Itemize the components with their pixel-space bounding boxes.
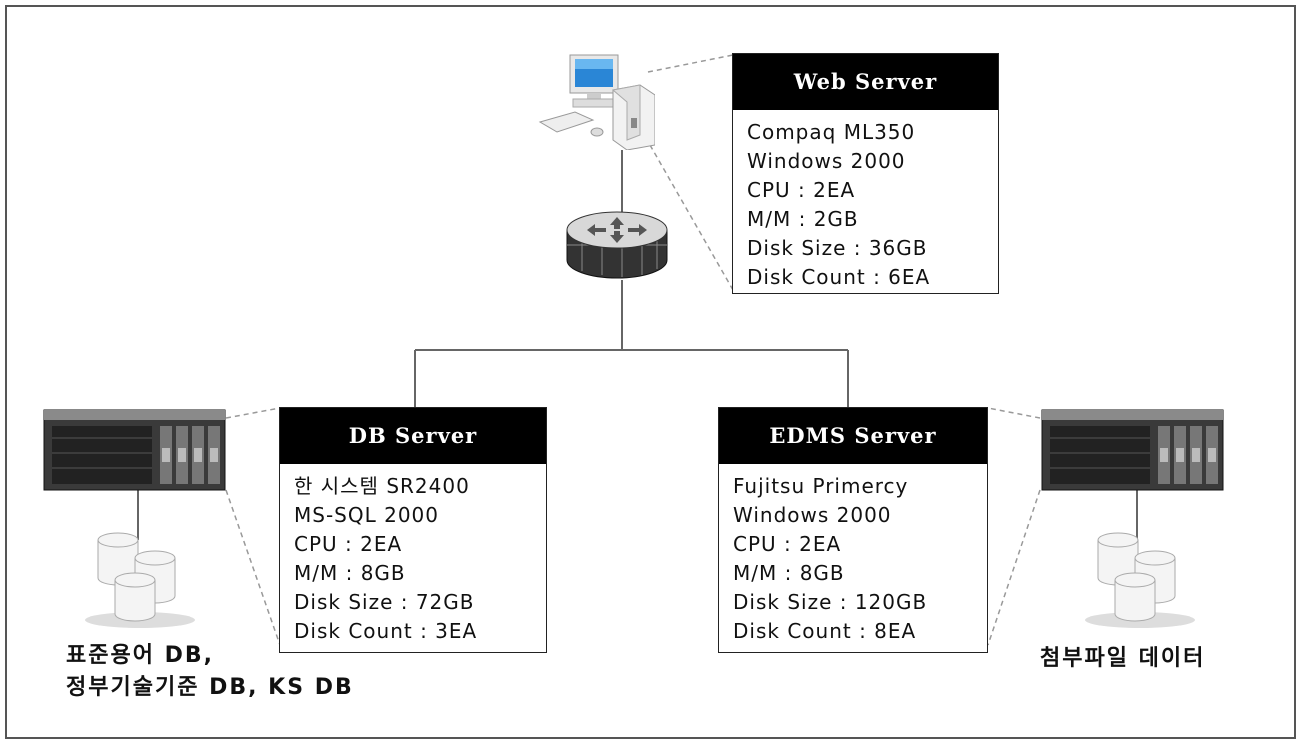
spec-line: 한 시스템 SR2400 xyxy=(294,474,470,498)
callout-edms-top xyxy=(987,407,1041,419)
diagram-frame xyxy=(5,5,1296,739)
db-server-specs: 한 시스템 SR2400 MS-SQL 2000 CPU : 2EA M/M :… xyxy=(280,464,546,654)
edms-server-title: EDMS Server xyxy=(719,408,987,464)
router-icon xyxy=(566,211,668,279)
db-caption-line: 표준용어 DB, xyxy=(66,643,215,668)
callout-web-bottom xyxy=(649,144,734,291)
spec-line: Disk Count : 3EA xyxy=(294,619,478,643)
db-caption: 표준용어 DB, 정부기술기준 DB, KS DB xyxy=(66,640,354,704)
edms-caption: 첨부파일 데이터 xyxy=(1040,643,1205,675)
database-icon xyxy=(1085,532,1195,628)
web-server-specs: Compaq ML350 Windows 2000 CPU : 2EA M/M … xyxy=(733,110,998,300)
callout-edms-bottom xyxy=(987,489,1041,646)
spec-line: Fujitsu Primercy xyxy=(733,474,909,498)
spec-line: Disk Size : 36GB xyxy=(747,236,928,260)
spec-line: Disk Count : 6EA xyxy=(747,265,931,289)
rack-server-icon xyxy=(1041,409,1224,491)
web-server-title: Web Server xyxy=(733,54,998,110)
web-server-box: Web Server Compaq ML350 Windows 2000 CPU… xyxy=(732,53,999,294)
db-server-box: DB Server 한 시스템 SR2400 MS-SQL 2000 CPU :… xyxy=(279,407,547,653)
rack-server-icon xyxy=(43,409,226,491)
spec-line: M/M : 8GB xyxy=(733,561,845,585)
spec-line: CPU : 2EA xyxy=(733,532,842,556)
spec-line: Compaq ML350 xyxy=(747,120,916,144)
callout-web-top xyxy=(647,54,734,73)
spec-line: Windows 2000 xyxy=(733,503,892,527)
edms-server-specs: Fujitsu Primercy Windows 2000 CPU : 2EA … xyxy=(719,464,987,654)
db-caption-line: 정부기술기준 DB, KS DB xyxy=(66,675,354,700)
db-server-title: DB Server xyxy=(280,408,546,464)
spec-line: CPU : 2EA xyxy=(747,178,856,202)
spec-line: Disk Size : 120GB xyxy=(733,590,928,614)
edms-server-box: EDMS Server Fujitsu Primercy Windows 200… xyxy=(718,407,988,653)
callout-db-bottom xyxy=(225,489,281,646)
spec-line: M/M : 2GB xyxy=(747,207,859,231)
spec-line: M/M : 8GB xyxy=(294,561,406,585)
desktop-computer-icon xyxy=(538,54,655,150)
callout-db-top xyxy=(225,407,281,419)
spec-line: Disk Count : 8EA xyxy=(733,619,917,643)
spec-line: CPU : 2EA xyxy=(294,532,403,556)
database-icon xyxy=(85,532,195,628)
spec-line: Disk Size : 72GB xyxy=(294,590,475,614)
spec-line: Windows 2000 xyxy=(747,149,906,173)
edms-caption-line: 첨부파일 데이터 xyxy=(1040,646,1206,671)
spec-line: MS-SQL 2000 xyxy=(294,503,440,527)
